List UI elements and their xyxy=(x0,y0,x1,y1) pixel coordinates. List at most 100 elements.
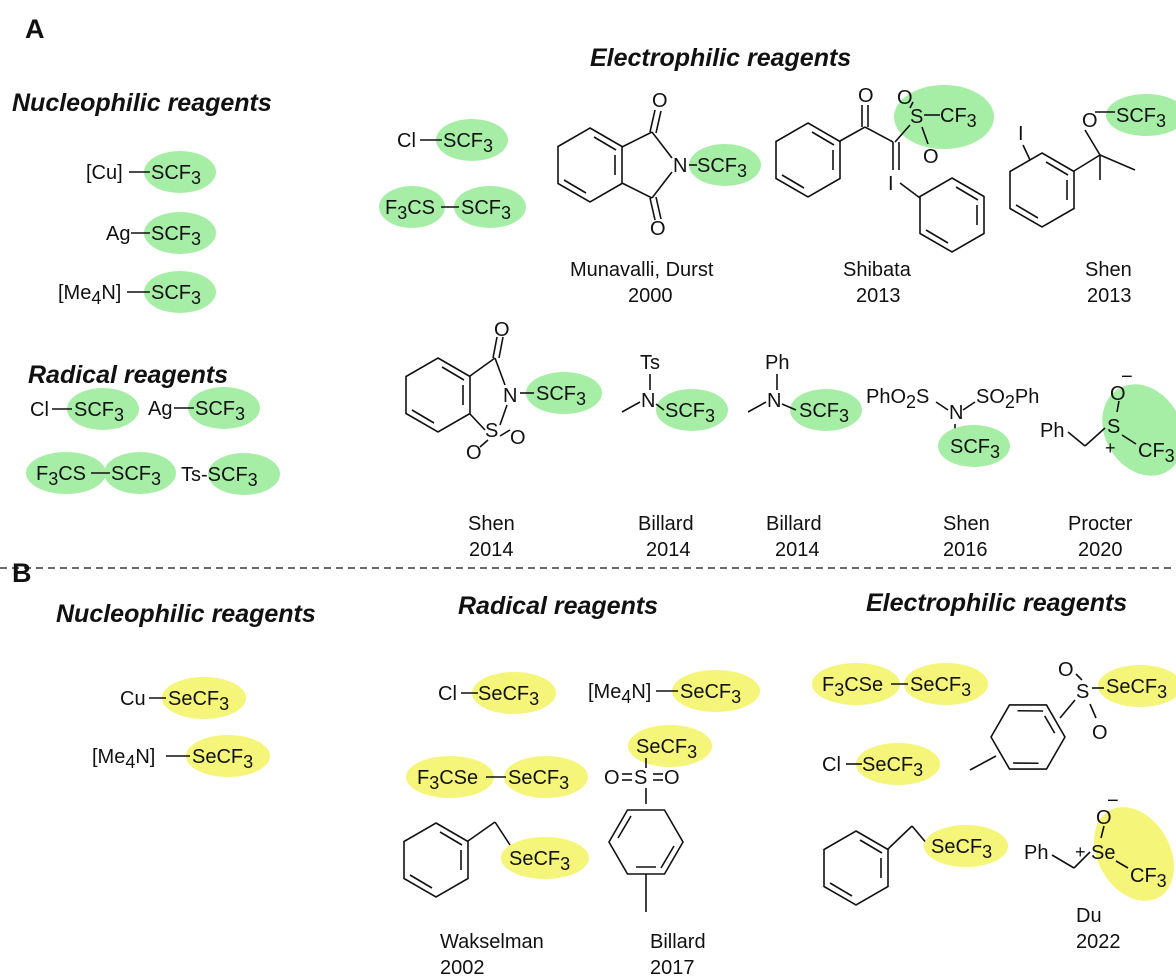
reagent-radical-me4n-secf3: [Me4N] SeCF3 xyxy=(588,670,760,712)
caption-shen3-name: Shen xyxy=(943,513,990,535)
svg-text:Cl: Cl xyxy=(438,683,457,705)
caption-procter-year: 2020 xyxy=(1078,539,1123,561)
caption-billard2-year: 2014 xyxy=(775,539,820,561)
svg-text:O: O xyxy=(604,767,620,789)
svg-text:O: O xyxy=(897,87,913,109)
svg-text:Ts: Ts xyxy=(640,352,660,374)
svg-text:SCF3: SCF3 xyxy=(950,436,1000,462)
svg-text:−: − xyxy=(1107,790,1119,812)
svg-text:Ph: Ph xyxy=(1040,420,1064,442)
svg-text:Ph: Ph xyxy=(765,352,789,374)
svg-text:SeCF3: SeCF3 xyxy=(509,848,570,874)
svg-text:I: I xyxy=(888,173,894,195)
caption-wakselman-year: 2002 xyxy=(440,957,485,976)
svg-text:SeCF3: SeCF3 xyxy=(931,836,992,862)
svg-text:N: N xyxy=(503,385,517,407)
reagent-me4n-scf3: [Me4N] SCF3 xyxy=(58,271,216,313)
svg-text:−: − xyxy=(1121,366,1133,388)
structure-du-selenonium: Ph + Se O − CF3 xyxy=(1024,790,1174,901)
svg-text:N: N xyxy=(641,390,655,412)
caption-billard2-name: Billard xyxy=(766,513,822,535)
svg-text:O: O xyxy=(923,146,939,168)
svg-text:SeCF3: SeCF3 xyxy=(192,746,253,772)
svg-text:O: O xyxy=(1096,807,1112,829)
caption-du-name: Du xyxy=(1076,905,1102,927)
structure-shen-2013-reagent: I O SCF3 xyxy=(1009,94,1176,228)
caption-billard1-name: Billard xyxy=(638,513,694,535)
svg-text:S: S xyxy=(910,106,923,128)
svg-text:SeCF3: SeCF3 xyxy=(862,754,923,780)
svg-text:SeCF3: SeCF3 xyxy=(1106,676,1167,702)
structure-shen-2016-reagent: PhO2S N SO2Ph SCF3 xyxy=(866,386,1039,467)
svg-text:O: O xyxy=(1082,110,1098,132)
svg-text:SeCF3: SeCF3 xyxy=(680,681,741,707)
caption-procter-name: Procter xyxy=(1068,513,1133,535)
svg-text:[Me4N]: [Me4N] xyxy=(58,282,121,308)
reagent-el-cl-secf3: Cl SeCF3 xyxy=(822,743,940,785)
svg-text:O: O xyxy=(510,427,526,449)
svg-text:Ag: Ag xyxy=(106,223,130,245)
reagent-cu-secf3: Cu SeCF3 xyxy=(120,677,246,719)
header-a-electrophilic: Electrophilic reagents xyxy=(590,44,851,72)
structure-tosyl-secf3: SeCF3 O S O xyxy=(604,725,712,912)
structure-tosyl-secf3-electrophilic: S O O SeCF3 xyxy=(969,659,1176,786)
svg-text:SeCF3: SeCF3 xyxy=(508,767,569,793)
header-b-nucleophilic: Nucleophilic reagents xyxy=(56,600,316,628)
structure-benzyl-secf3-radical: SeCF3 xyxy=(403,821,589,898)
reagent-me4n-secf3: [Me4N] SeCF3 xyxy=(92,735,270,777)
svg-text:S: S xyxy=(1076,681,1089,703)
caption-billard1-year: 2014 xyxy=(646,539,691,561)
header-b-radical: Radical reagents xyxy=(458,592,658,620)
svg-text:O: O xyxy=(664,767,680,789)
caption-du-year: 2022 xyxy=(1076,931,1121,953)
svg-text:O: O xyxy=(652,90,668,112)
caption-shen2-name: Shen xyxy=(468,513,515,535)
reagent-cu-scf3: [Cu] SCF3 xyxy=(86,151,216,193)
svg-text:SeCF3: SeCF3 xyxy=(910,674,971,700)
header-a-nucleophilic: Nucleophilic reagents xyxy=(12,89,272,117)
reagent-radical-cl-secf3: Cl SeCF3 xyxy=(438,672,556,714)
reagent-radical-cl-scf3: Cl SCF3 xyxy=(30,388,139,430)
svg-text:F3CS: F3CS xyxy=(36,463,86,489)
svg-text:O: O xyxy=(1058,659,1074,681)
caption-shen1-year: 2013 xyxy=(1087,285,1132,307)
structure-saccharin-scf3: O N S O O SCF3 xyxy=(405,319,602,464)
caption-billard3-name: Billard xyxy=(650,931,706,953)
svg-text:[Cu]: [Cu] xyxy=(86,162,123,184)
structure-procter-sulfonium: Ph S + O − CF3 xyxy=(1040,366,1176,476)
panel-b-label: B xyxy=(12,558,32,588)
svg-text:Cl: Cl xyxy=(397,130,416,152)
svg-text:SCF3: SCF3 xyxy=(461,197,511,223)
svg-text:SeCF3: SeCF3 xyxy=(636,736,697,762)
caption-shen2-year: 2014 xyxy=(469,539,514,561)
svg-text:SeCF3: SeCF3 xyxy=(478,683,539,709)
svg-text:F3CS: F3CS xyxy=(385,197,435,223)
svg-text:Se: Se xyxy=(1091,842,1115,864)
structure-billard-ts-reagent: Ts N SCF3 xyxy=(621,352,728,431)
svg-text:F3CSe: F3CSe xyxy=(822,674,883,700)
caption-shibata-year: 2013 xyxy=(856,285,901,307)
reagent-radical-f3css-cf3: F3CS SCF3 xyxy=(26,452,176,494)
caption-shibata-name: Shibata xyxy=(843,259,912,281)
structure-phthalimide-scf3: O O N SCF3 xyxy=(557,90,761,240)
svg-text:Ag: Ag xyxy=(148,398,172,420)
svg-text:I: I xyxy=(1018,123,1024,145)
svg-text:N: N xyxy=(949,402,963,424)
svg-text:[Me4N]: [Me4N] xyxy=(92,746,155,772)
reagent-radical-ts-scf3: Ts-SCF3 xyxy=(181,453,280,495)
structure-benzyl-secf3-electrophilic: SeCF3 xyxy=(823,825,1008,906)
svg-text:SCF3: SCF3 xyxy=(443,130,493,156)
reagent-radical-ag-scf3: Ag SCF3 xyxy=(148,387,260,429)
structure-shibata-reagent: O I S O O CF3 xyxy=(775,85,994,253)
caption-wakselman-name: Wakselman xyxy=(440,931,544,953)
caption-munavalli-name: Munavalli, Durst xyxy=(570,259,714,281)
svg-text:S: S xyxy=(1107,416,1120,438)
svg-text:Cl: Cl xyxy=(30,399,49,421)
svg-text:Cu: Cu xyxy=(120,688,146,710)
svg-text:Ph: Ph xyxy=(1024,842,1048,864)
reagent-el-f3cse-secf3: F3CSe SeCF3 xyxy=(812,663,988,705)
caption-shen3-year: 2016 xyxy=(943,539,988,561)
svg-text:SCF3: SCF3 xyxy=(665,400,715,426)
svg-text:O: O xyxy=(858,85,874,107)
